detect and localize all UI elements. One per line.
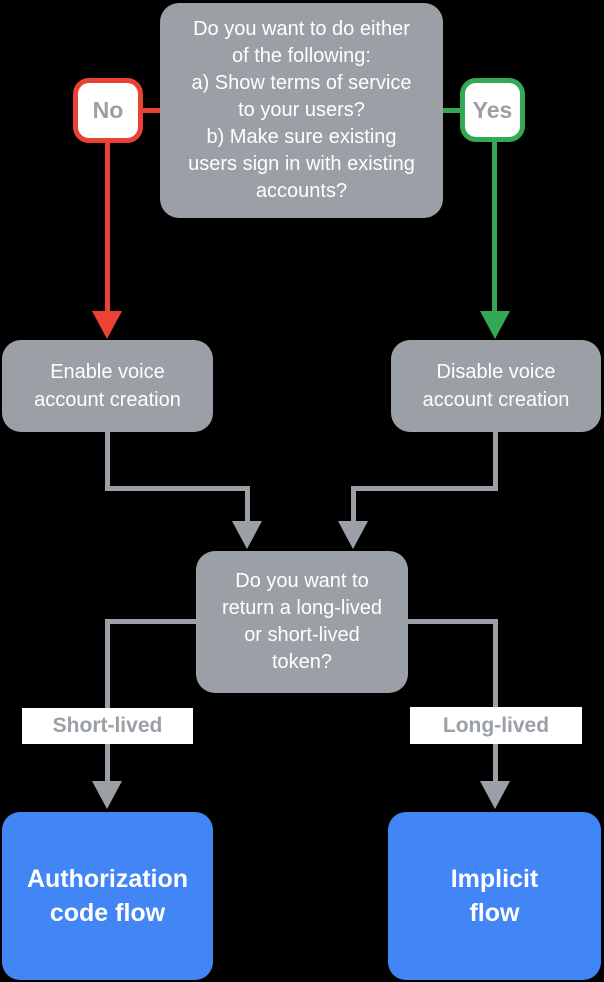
long-lived-edge-label: Long-lived (410, 707, 582, 744)
implicit-flow-node: Implicit flow (388, 812, 601, 980)
question-node-token-lifetime: Do you want to return a long-lived or sh… (196, 551, 408, 693)
enable-voice-account-node: Enable voice account creation (2, 340, 213, 432)
no-badge: No (73, 78, 143, 143)
arrowhead-down-gray-icon (338, 521, 368, 549)
connector-green-vertical (492, 140, 497, 312)
connector-enable-vertical (105, 432, 110, 489)
connector-red-vertical (105, 140, 110, 312)
connector-enable-horizontal (105, 486, 250, 491)
connector-disable-drop (351, 486, 356, 522)
connector-longlived-horizontal (408, 619, 498, 624)
arrowhead-down-red-icon (92, 311, 122, 339)
question-node-terms-of-service: Do you want to do either of the followin… (160, 3, 443, 218)
connector-enable-drop (245, 486, 250, 522)
connector-longlived-vertical (493, 619, 498, 782)
short-lived-edge-label: Short-lived (22, 708, 193, 744)
connector-shortlived-vertical (105, 619, 110, 782)
connector-green-horizontal (443, 108, 460, 113)
connector-red-horizontal (143, 108, 160, 113)
connector-disable-vertical (493, 430, 498, 489)
arrowhead-down-gray-icon (480, 781, 510, 809)
connector-shortlived-horizontal (105, 619, 196, 624)
arrowhead-down-gray-icon (232, 521, 262, 549)
disable-voice-account-node: Disable voice account creation (391, 340, 601, 432)
arrowhead-down-green-icon (480, 311, 510, 339)
yes-badge: Yes (460, 78, 525, 142)
arrowhead-down-gray-icon (92, 781, 122, 809)
authorization-code-flow-node: Authorization code flow (2, 812, 213, 980)
connector-disable-horizontal (353, 486, 498, 491)
